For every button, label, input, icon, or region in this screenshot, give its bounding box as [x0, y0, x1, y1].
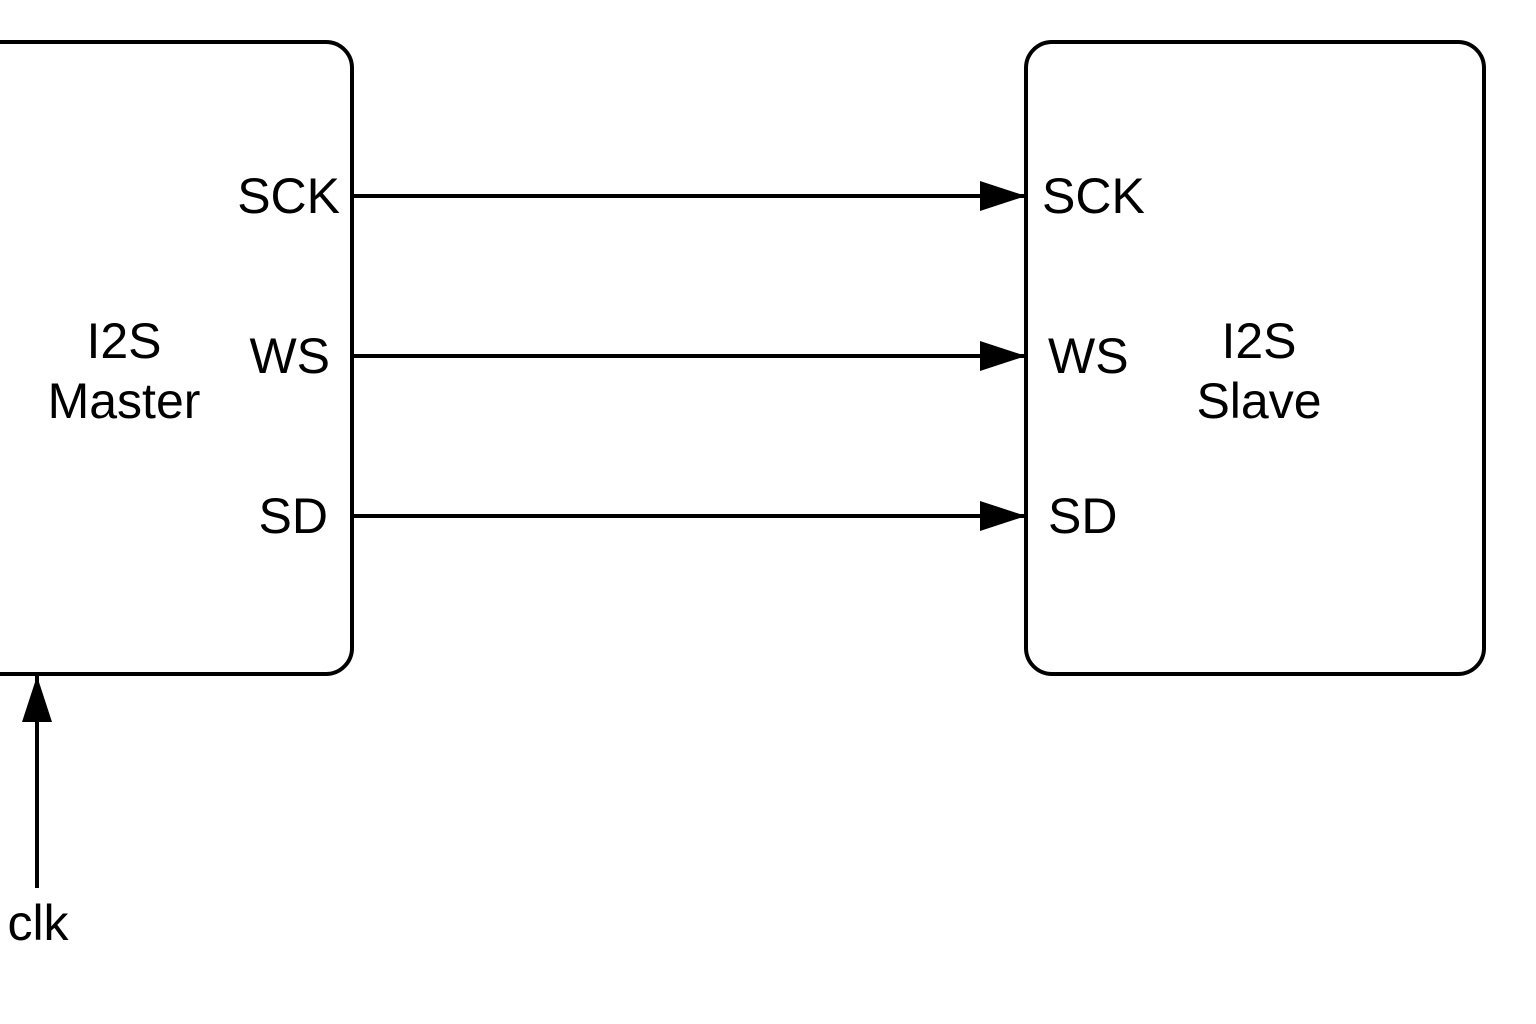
slave-port-sd: SD — [1048, 488, 1117, 544]
slave-port-ws: WS — [1048, 328, 1129, 384]
slave-port-sck: SCK — [1042, 168, 1145, 224]
master-block: I2S Master SCK WS SD — [0, 40, 354, 676]
master-port-sd: SD — [259, 488, 328, 544]
slave-title-line2: Slave — [1196, 373, 1321, 429]
master-title-line2: Master — [48, 373, 201, 429]
clk-label: clk — [7, 895, 69, 951]
master-port-ws: WS — [249, 328, 330, 384]
master-port-sck: SCK — [237, 168, 340, 224]
master-title-line1: I2S — [86, 313, 161, 369]
slave-title-line1: I2S — [1221, 313, 1296, 369]
slave-block: I2S Slave SCK WS SD — [1024, 40, 1486, 676]
